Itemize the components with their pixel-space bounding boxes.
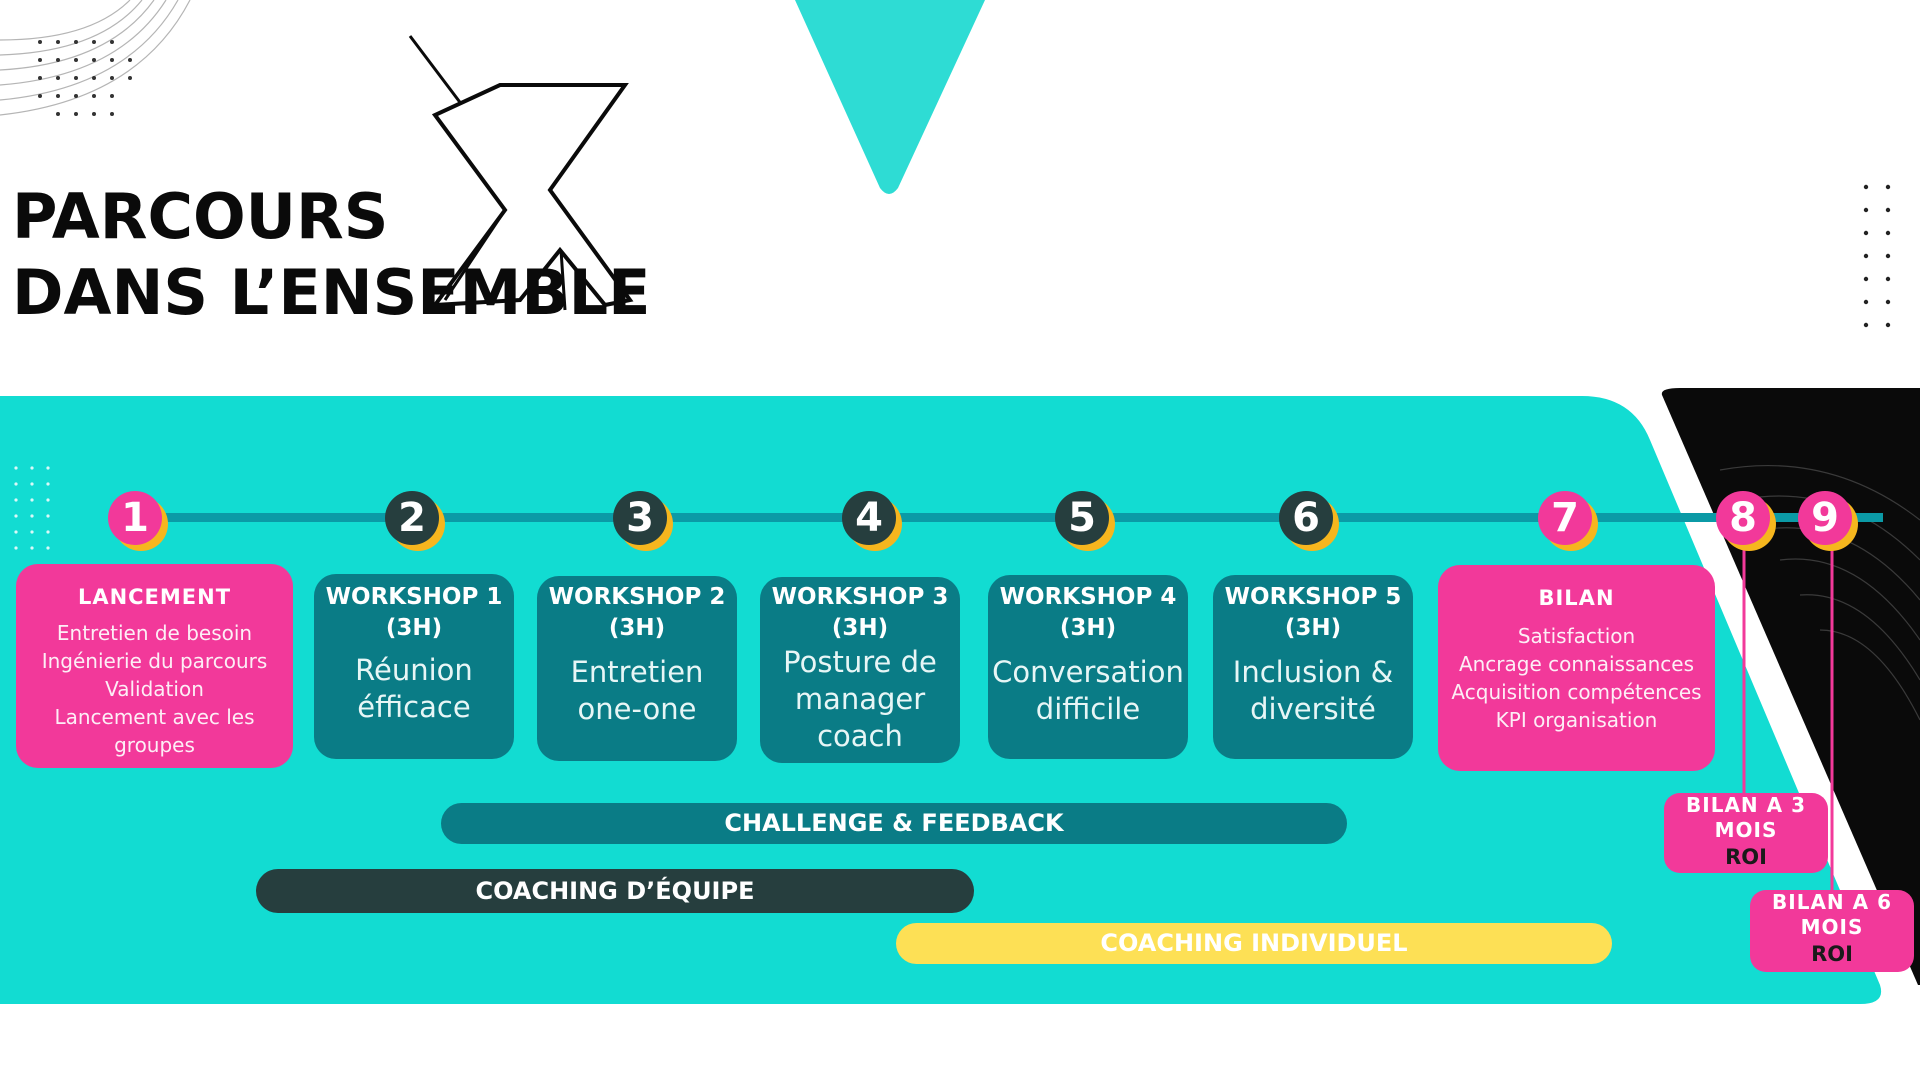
bar-challenge-feedback: CHALLENGE & FEEDBACK (441, 803, 1347, 844)
workshop-topic: coach (817, 719, 903, 753)
workshop-title: WORKSHOP 4 (999, 584, 1177, 610)
workshop-title: WORKSHOP 3 (771, 584, 949, 610)
bilan-3-roi: ROI (1725, 845, 1767, 869)
card-workshop-1: WORKSHOP 1 (3H) Réunion éfficace (314, 574, 514, 759)
step-circle (613, 491, 667, 545)
workshop-duration: (3H) (608, 615, 666, 641)
card-bilan-line: Acquisition compétences (1451, 680, 1702, 704)
bilan-6-line-2: MOIS (1800, 915, 1864, 939)
step-6: 6 (1279, 491, 1339, 551)
workshop-topic: Inclusion & (1232, 655, 1394, 689)
card-lancement-line: Lancement avec les (54, 705, 255, 729)
title-line-1: PARCOURS (12, 180, 389, 253)
step-circle (1055, 491, 1109, 545)
bilan-6-line-1: BILAN A 6 (1772, 890, 1892, 914)
card-bilan-3-mois: BILAN A 3 MOIS ROI (1664, 793, 1828, 873)
workshop-topic: manager (794, 682, 926, 716)
step-number: 1 (121, 495, 149, 541)
dot-grid-right (1863, 184, 1891, 328)
bilan-3-line-2: MOIS (1714, 818, 1778, 842)
workshop-topic: diversité (1250, 692, 1376, 726)
workshop-topic: difficile (1035, 692, 1141, 726)
workshop-title: WORKSHOP 2 (548, 584, 726, 610)
step-2: 2 (385, 491, 445, 551)
card-lancement-line: Validation (105, 677, 204, 701)
step-4: 4 (842, 491, 902, 551)
workshop-topic: one-one (577, 692, 697, 726)
step-number: 4 (855, 495, 883, 541)
title-line-2: DANS L’ENSEMBLE (12, 256, 651, 329)
step-1: 1 (108, 491, 168, 551)
workshop-title: WORKSHOP 1 (325, 584, 503, 610)
black-panel-lines (1719, 465, 1920, 721)
step-number: 8 (1729, 495, 1757, 541)
workshop-duration: (3H) (1059, 615, 1117, 641)
dot-grid-top-left (38, 40, 132, 116)
step-number: 5 (1068, 495, 1096, 541)
card-bilan: BILAN Satisfaction Ancrage connaissances… (1438, 565, 1715, 771)
card-lancement-line: Ingénierie du parcours (41, 649, 268, 673)
timeline-line (135, 513, 1883, 522)
step-8: 8 (1716, 491, 1776, 551)
workshop-title: WORKSHOP 5 (1224, 584, 1402, 610)
step-number: 9 (1811, 495, 1839, 541)
step-number: 7 (1551, 495, 1579, 541)
workshop-topic: Conversation (992, 655, 1184, 689)
card-workshop-5: WORKSHOP 5 (3H) Inclusion & diversité (1213, 575, 1413, 759)
corner-arcs-decoration (0, 0, 191, 116)
dot-grid-panel (14, 466, 50, 550)
step-number: 3 (626, 495, 654, 541)
workshop-topic: Réunion (355, 653, 473, 687)
card-bilan-6-mois: BILAN A 6 MOIS ROI (1750, 890, 1914, 972)
card-lancement: LANCEMENT Entretien de besoin Ingénierie… (16, 564, 293, 768)
bar-coaching-equipe: COACHING D’ÉQUIPE (256, 869, 974, 913)
step-5: 5 (1055, 491, 1115, 551)
step-circle (108, 491, 162, 545)
x-logo (408, 35, 634, 311)
step-circle (1538, 491, 1592, 545)
step-number: 6 (1292, 495, 1320, 541)
workshop-topic: Entretien (570, 655, 704, 689)
workshop-duration: (3H) (385, 615, 443, 641)
top-triangle-shape (795, 0, 985, 194)
step-circle (385, 491, 439, 545)
card-workshop-2: WORKSHOP 2 (3H) Entretien one-one (537, 576, 737, 761)
card-lancement-line: groupes (114, 733, 195, 757)
workshop-topic: éfficace (357, 690, 471, 724)
step-circle (1279, 491, 1333, 545)
card-lancement-line: Entretien de besoin (56, 621, 253, 645)
card-bilan-title: BILAN (1538, 586, 1615, 610)
step-9: 9 (1798, 491, 1858, 551)
workshop-topic: Posture de (783, 645, 937, 679)
bilan-6-roi: ROI (1811, 942, 1853, 966)
card-bilan-line: Ancrage connaissances (1458, 652, 1695, 676)
step-circle (842, 491, 896, 545)
card-bilan-line: KPI organisation (1495, 708, 1658, 732)
step-circle (1716, 491, 1770, 545)
step-3: 3 (613, 491, 673, 551)
workshop-duration: (3H) (1284, 615, 1342, 641)
card-workshop-4: WORKSHOP 4 (3H) Conversation difficile (988, 575, 1188, 759)
bar-coaching-individuel: COACHING INDIVIDUEL (896, 923, 1612, 964)
card-lancement-title: LANCEMENT (77, 585, 232, 609)
card-bilan-line: Satisfaction (1517, 624, 1636, 648)
bilan-3-line-1: BILAN A 3 (1686, 793, 1806, 817)
step-7: 7 (1538, 491, 1598, 551)
step-number: 2 (398, 495, 426, 541)
workshop-duration: (3H) (831, 615, 889, 641)
card-workshop-3: WORKSHOP 3 (3H) Posture de manager coach (760, 577, 960, 763)
step-circle (1798, 491, 1852, 545)
